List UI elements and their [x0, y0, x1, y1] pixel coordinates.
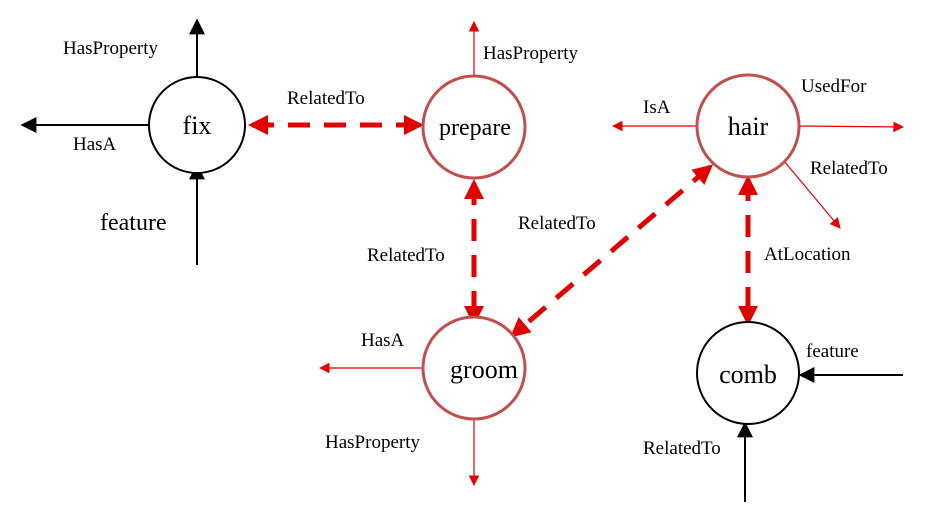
node-fix: fix — [148, 76, 246, 174]
node-hair-label: hair — [728, 112, 769, 141]
label-hair-groom-relatedto: RelatedTo — [518, 213, 596, 234]
label-fix-feature: feature — [100, 210, 167, 236]
label-groom-hasa: HasA — [361, 330, 405, 351]
hair-groom-relatedto-edge — [509, 164, 714, 338]
label-fix-prepare-relatedto: RelatedTo — [287, 88, 365, 109]
label-hair-relatedto: RelatedTo — [810, 158, 888, 179]
label-fix-hasa: HasA — [73, 134, 117, 155]
label-prepare-hasproperty: HasProperty — [483, 43, 578, 64]
node-hair: hair — [695, 73, 801, 179]
label-hair-comb-atlocation: AtLocation — [764, 244, 851, 265]
label-hair-isa: IsA — [643, 97, 671, 118]
label-prepare-groom-relatedto: RelatedTo — [367, 245, 445, 266]
hair-usedfor-edge — [798, 121, 905, 133]
node-fix-label: fix — [183, 111, 212, 140]
node-prepare-label: prepare — [439, 115, 511, 141]
node-prepare: prepare — [421, 74, 527, 180]
label-comb-relatedto: RelatedTo — [643, 438, 721, 459]
label-comb-feature: feature — [806, 341, 859, 362]
label-groom-hasproperty: HasProperty — [325, 432, 420, 453]
node-comb-label: comb — [719, 360, 777, 389]
node-groom-label: groom — [450, 355, 518, 384]
label-hair-usedfor: UsedFor — [801, 76, 867, 97]
node-comb: comb — [696, 321, 800, 425]
label-fix-hasproperty: HasProperty — [63, 38, 158, 59]
node-groom: groom — [421, 315, 527, 421]
hair-relatedto-edge — [783, 160, 841, 229]
